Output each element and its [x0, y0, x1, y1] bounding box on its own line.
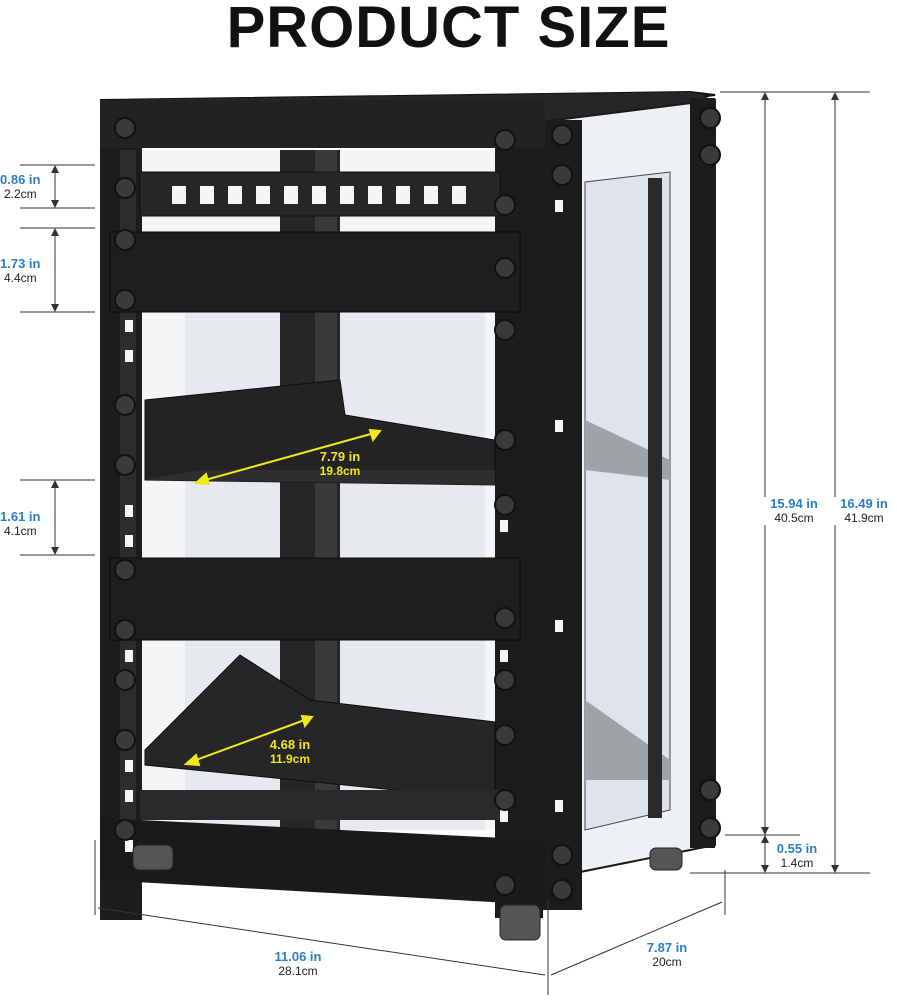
dim-cm: 4.4cm — [4, 271, 37, 285]
page-title: PRODUCT SIZE — [226, 0, 671, 60]
dim-cm: 2.2cm — [4, 187, 37, 201]
dim-inches: 1.61 in — [0, 509, 41, 524]
dim-cm: 40.5cm — [774, 511, 814, 525]
dim-cm: 19.8cm — [319, 464, 361, 478]
dim-inches: 0.86 in — [0, 172, 41, 187]
dim-cm: 11.9cm — [269, 752, 311, 766]
dim-inches: 0.55 in — [776, 841, 818, 856]
dim-label-shelf-gap: 1.61 in 4.1cm — [0, 509, 41, 539]
rack-foot — [649, 847, 683, 871]
dim-inches: 7.79 in — [319, 449, 361, 464]
dim-cm: 4.1cm — [4, 524, 37, 538]
dim-cm: 28.1cm — [278, 964, 318, 978]
upper-shelf-depth-line — [197, 431, 379, 483]
rack-foot — [499, 904, 541, 941]
dim-inches: 4.68 in — [269, 737, 311, 752]
dim-inches: 15.94 in — [770, 496, 818, 511]
rack-base — [100, 818, 545, 905]
dim-label-total-height: 16.49 in 41.9cm — [832, 497, 896, 525]
dim-label-blank-panel: 1.73 in 4.4cm — [0, 256, 41, 286]
dim-inches: 16.49 in — [840, 496, 888, 511]
lower-shelf-depth-line — [187, 717, 311, 764]
dim-inches: 7.87 in — [646, 940, 688, 955]
dim-cm: 41.9cm — [844, 511, 884, 525]
blank-panel-upper — [109, 231, 521, 313]
rack-post-right-rear — [690, 98, 715, 848]
rack-post-right-front — [540, 120, 582, 910]
rack-foot — [132, 844, 174, 871]
dim-label-top-panel: 0.86 in 2.2cm — [0, 172, 41, 202]
dim-label-inner-height: 15.94 in 40.5cm — [758, 497, 830, 525]
dim-label-width: 11.06 in 28.1cm — [258, 949, 338, 979]
dim-cm: 1.4cm — [780, 856, 814, 870]
dim-label-depth: 7.87 in 20cm — [632, 940, 702, 970]
blank-panel-lower — [109, 557, 521, 641]
lower-cantilever-shelf — [144, 654, 496, 801]
dim-label-base-height: 0.55 in 1.4cm — [766, 841, 828, 871]
rack-top-rail — [100, 100, 545, 148]
dim-inches: 11.06 in — [274, 949, 322, 964]
dim-inches: 1.73 in — [0, 256, 41, 271]
dim-cm: 20cm — [652, 955, 682, 969]
dim-label-lower-shelf: 4.68 in 11.9cm — [250, 737, 330, 767]
dim-label-upper-shelf: 7.79 in 19.8cm — [300, 449, 380, 479]
